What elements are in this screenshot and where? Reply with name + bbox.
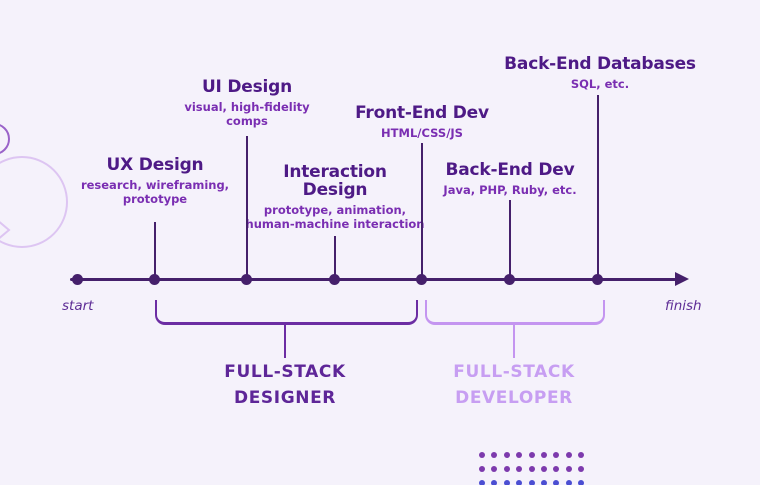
decor-dot: [479, 480, 485, 485]
milestone-ux-design: UX Design research, wireframing, prototy…: [81, 156, 229, 206]
milestone-subtitle: SQL, etc.: [570, 77, 630, 91]
decor-dot: [479, 466, 485, 472]
decor-dot: [553, 466, 560, 472]
decor-dot: [528, 480, 535, 485]
decor-dot: [565, 480, 572, 485]
finish-label: finish: [665, 298, 702, 314]
decor-dot: [565, 452, 572, 458]
fullstack-developer-stem: [513, 324, 515, 358]
milestone-subtitle: research, wireframing, prototype: [80, 178, 230, 206]
decor-dot: [540, 480, 547, 485]
decor-dot: [578, 466, 585, 472]
decor-dot: [503, 452, 510, 458]
decor-dot: [516, 466, 523, 472]
milestone-subtitle: prototype, animation, human-machine inte…: [245, 203, 425, 231]
decor-dot: [540, 452, 547, 458]
milestone-subtitle: Java, PHP, Ruby, etc.: [443, 183, 577, 197]
milestone-subtitle: visual, high-fidelity comps: [184, 100, 310, 128]
timeline-dot-databases: [592, 274, 603, 285]
milestone-back-end-databases: Back-End Databases SQL, etc.: [504, 55, 696, 91]
timeline-dot-start: [72, 274, 83, 285]
connector-back-end-dev: [509, 200, 511, 279]
milestone-title: Front-End Dev: [355, 103, 489, 123]
decor-dot: [503, 466, 510, 472]
milestone-back-end-dev: Back-End Dev Java, PHP, Ruby, etc.: [443, 161, 576, 197]
start-label: start: [62, 298, 94, 314]
milestone-title: Back-End Dev: [445, 160, 575, 180]
decor-dot: [528, 452, 535, 458]
decor-dot: [565, 466, 572, 472]
decor-dot: [491, 466, 498, 472]
timeline-axis: [70, 278, 676, 281]
milestone-subtitle: HTML/CSS/JS: [381, 126, 463, 140]
decor-dot: [516, 452, 523, 458]
left-decor-circles: [0, 124, 68, 248]
decor-dot: [553, 452, 560, 458]
fullstack-designer-label: FULL-STACK DESIGNER: [224, 362, 346, 408]
decor-dot: [578, 480, 585, 485]
milestone-title: UX Design: [106, 155, 204, 175]
fullstack-designer-bracket: [155, 300, 418, 325]
connector-interaction-design: [334, 236, 336, 279]
fullstack-designer-stem: [284, 324, 286, 358]
decor-dot: [516, 480, 523, 485]
connector-front-end-dev: [421, 143, 423, 279]
timeline-dot-ui: [241, 274, 252, 285]
small-circle-outline: [0, 124, 10, 154]
milestone-front-end-dev: Front-End Dev HTML/CSS/JS: [355, 104, 489, 140]
decor-dot: [491, 480, 498, 485]
timeline-dot-interaction: [329, 274, 340, 285]
fullstack-developer-label: FULL-STACK DEVELOPER: [453, 362, 575, 408]
big-circle-outline: [0, 156, 68, 248]
milestone-title: UI Design: [201, 77, 293, 97]
decor-dot: [553, 480, 560, 485]
connector-ux-design: [154, 222, 156, 279]
milestone-interaction-design: Interaction Design prototype, animation,…: [246, 163, 425, 231]
dot-grid: [479, 452, 585, 485]
decor-dot: [540, 466, 547, 472]
connector-ui-design: [246, 136, 248, 279]
decor-dot: [503, 480, 510, 485]
connector-back-end-databases: [597, 95, 599, 279]
chevron-outline: [0, 221, 11, 239]
milestone-title: Interaction Design: [283, 162, 387, 200]
milestone-ui-design: UI Design visual, high-fidelity comps: [184, 78, 309, 128]
timeline-dot-back-end: [504, 274, 515, 285]
fullstack-developer-bracket: [425, 300, 605, 325]
decor-dot: [491, 452, 498, 458]
decor-dot: [479, 452, 485, 458]
decor-dot: [528, 466, 535, 472]
timeline-arrowhead-icon: [675, 272, 689, 286]
milestone-title: Back-End Databases: [504, 54, 696, 74]
decor-dot: [578, 452, 585, 458]
timeline-dot-ux: [149, 274, 160, 285]
timeline-dot-front-end: [416, 274, 427, 285]
